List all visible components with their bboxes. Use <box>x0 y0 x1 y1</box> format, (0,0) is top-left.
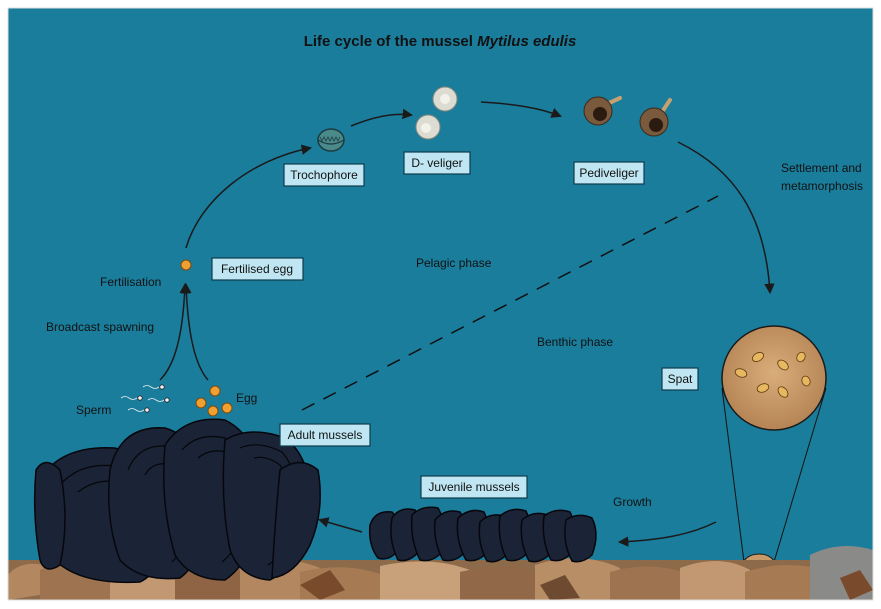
egg-label: Egg <box>236 391 257 405</box>
trochophore-label: Trochophore <box>284 164 364 186</box>
growth-label: Growth <box>613 495 652 509</box>
fertilisation-label: Fertilisation <box>100 275 161 289</box>
trochophore-larva-icon <box>318 129 344 151</box>
juvenile-mussels-text: Juvenile mussels <box>428 480 519 494</box>
d-veliger-label: D- veliger <box>404 152 470 174</box>
title-prefix: Life cycle of the mussel <box>304 33 477 50</box>
d-veliger-text: D- veliger <box>411 156 462 170</box>
trochophore-text: Trochophore <box>290 168 358 182</box>
benthic-phase-label: Benthic phase <box>537 335 613 349</box>
diagram-title: Life cycle of the mussel Mytilus edulis <box>304 33 577 50</box>
settlement-label-line1: Settlement and <box>781 161 862 175</box>
spat-text: Spat <box>668 372 693 386</box>
juvenile-mussels-label: Juvenile mussels <box>421 476 527 498</box>
pediveliger-text: Pediveliger <box>579 166 638 180</box>
spat-label: Spat <box>662 368 698 390</box>
fertilised-egg-text: Fertilised egg <box>221 262 293 276</box>
fertilised-egg-label: Fertilised egg <box>212 258 303 280</box>
adult-mussels-label: Adult mussels <box>280 424 370 446</box>
pelagic-phase-label: Pelagic phase <box>416 256 492 270</box>
adult-mussels-text: Adult mussels <box>288 428 363 442</box>
juvenile-mussels-illustration <box>370 507 596 561</box>
pediveliger-label: Pediveliger <box>574 162 644 184</box>
sperm-label: Sperm <box>76 403 111 417</box>
title-species: Mytilus edulis <box>477 33 576 50</box>
fertilised-egg-icon <box>181 260 191 270</box>
broadcast-spawning-label: Broadcast spawning <box>46 320 154 334</box>
settlement-label-line2: metamorphosis <box>781 179 863 193</box>
